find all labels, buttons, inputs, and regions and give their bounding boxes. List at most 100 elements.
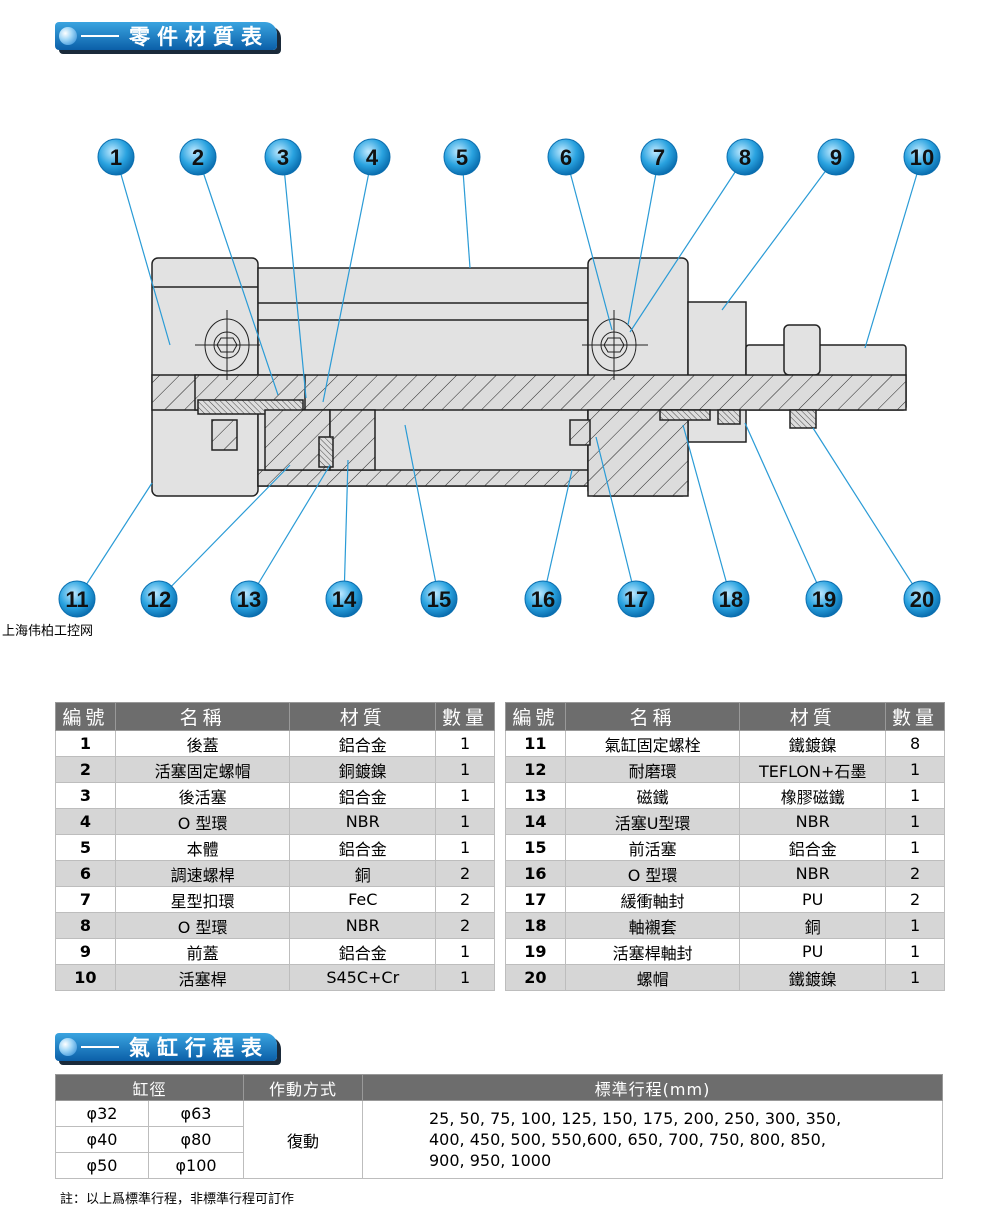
callout-19: 19: [805, 580, 843, 618]
leader-line: [76, 482, 153, 600]
leader-line: [864, 156, 923, 349]
callout-number: 15: [427, 587, 451, 612]
bore: φ100: [148, 1152, 244, 1179]
part-name: 活塞固定螺帽: [114, 756, 291, 783]
callout-2: 2: [179, 138, 217, 176]
part-name: 氣缸固定螺栓: [564, 730, 741, 757]
part-name: 後蓋: [114, 730, 291, 757]
callout-number: 16: [531, 587, 555, 612]
part-material: TEFLON+石墨: [739, 756, 887, 783]
part-material: 鋁合金: [289, 834, 437, 861]
part-qty: 1: [435, 938, 495, 965]
callout-circle: [726, 138, 764, 176]
callout-circle: [58, 580, 96, 618]
part-qty: 1: [885, 808, 945, 835]
action-type: 復動: [243, 1100, 363, 1179]
part-name: 活塞U型環: [564, 808, 741, 835]
standard-strokes: 25, 50, 75, 100, 125, 150, 175, 200, 250…: [362, 1100, 943, 1179]
part-qty: 1: [885, 782, 945, 809]
part-no: 16: [505, 860, 566, 887]
leader-line: [158, 464, 291, 600]
part-no: 10: [55, 964, 116, 991]
col-qty: 數量: [435, 702, 495, 731]
section-header-stroke: 氣缸行程表: [55, 1033, 277, 1061]
part-material: 鐵鍍鎳: [739, 730, 887, 757]
leader-line: [404, 424, 440, 600]
part-material: 銅鍍鎳: [289, 756, 437, 783]
callout-17: 17: [617, 580, 655, 618]
part-qty: 1: [435, 782, 495, 809]
leader-line: [197, 156, 279, 396]
part-material: NBR: [739, 860, 887, 887]
section-title: 氣缸行程表: [129, 1036, 269, 1060]
leader-line: [595, 436, 637, 600]
callout-6: 6: [547, 138, 585, 176]
callout-number: 17: [624, 587, 648, 612]
col-no: 編號: [55, 702, 116, 731]
watermark: 上海伟柏工控网: [2, 624, 94, 639]
callout-18: 18: [712, 580, 750, 618]
callout-14: 14: [325, 580, 363, 618]
part-material: 鋁合金: [739, 834, 887, 861]
section-header-parts: 零件材質表: [55, 22, 277, 50]
part-no: 13: [505, 782, 566, 809]
callout-number: 13: [237, 587, 261, 612]
callout-circle: [230, 580, 268, 618]
divider: [81, 1046, 119, 1048]
callout-circle: [140, 580, 178, 618]
part-material: 鋁合金: [289, 938, 437, 965]
callout-circle: [264, 138, 302, 176]
part-material: PU: [739, 938, 887, 965]
part-no: 11: [505, 730, 566, 757]
part-name: 緩衝軸封: [564, 886, 741, 913]
callout-circle: [97, 138, 135, 176]
callout-circle: [420, 580, 458, 618]
part-name: 前蓋: [114, 938, 291, 965]
callout-number: 14: [332, 587, 357, 612]
leader-line: [282, 156, 307, 399]
callout-number: 3: [277, 145, 289, 170]
col-material: 材質: [739, 702, 887, 731]
callout-circle: [712, 580, 750, 618]
part-name: 螺帽: [564, 964, 741, 991]
col-no: 編號: [505, 702, 566, 731]
leader-line: [721, 156, 837, 311]
part-qty: 2: [435, 886, 495, 913]
part-qty: 8: [885, 730, 945, 757]
leader-line: [744, 422, 825, 600]
part-material: FeC: [289, 886, 437, 913]
callout-7: 7: [640, 138, 678, 176]
callout-number: 12: [147, 587, 171, 612]
leader-line: [812, 427, 923, 600]
part-material: 鋁合金: [289, 782, 437, 809]
part-no: 2: [55, 756, 116, 783]
callout-15: 15: [420, 580, 458, 618]
col-bore: 缸徑: [55, 1074, 244, 1101]
stroke-line: 400, 450, 500, 550,600, 650, 700, 750, 8…: [429, 1130, 826, 1149]
stroke-line: 25, 50, 75, 100, 125, 150, 175, 200, 250…: [429, 1109, 842, 1128]
callout-10: 10: [903, 138, 941, 176]
callout-circle: [443, 138, 481, 176]
col-name: 名稱: [564, 702, 741, 731]
part-name: 調速螺桿: [114, 860, 291, 887]
stroke-table: 缸徑 作動方式 標準行程(mm) φ32 φ63 復動 25, 50, 75, …: [55, 1074, 943, 1179]
part-material: 橡膠磁鐵: [739, 782, 887, 809]
part-name: 星型扣環: [114, 886, 291, 913]
part-material: NBR: [289, 912, 437, 939]
part-qty: 1: [435, 834, 495, 861]
part-no: 3: [55, 782, 116, 809]
leader-line: [343, 459, 349, 600]
part-material: NBR: [739, 808, 887, 835]
callout-9: 9: [817, 138, 855, 176]
leader-line: [542, 469, 573, 600]
adjust-screw-rear: [195, 310, 260, 380]
